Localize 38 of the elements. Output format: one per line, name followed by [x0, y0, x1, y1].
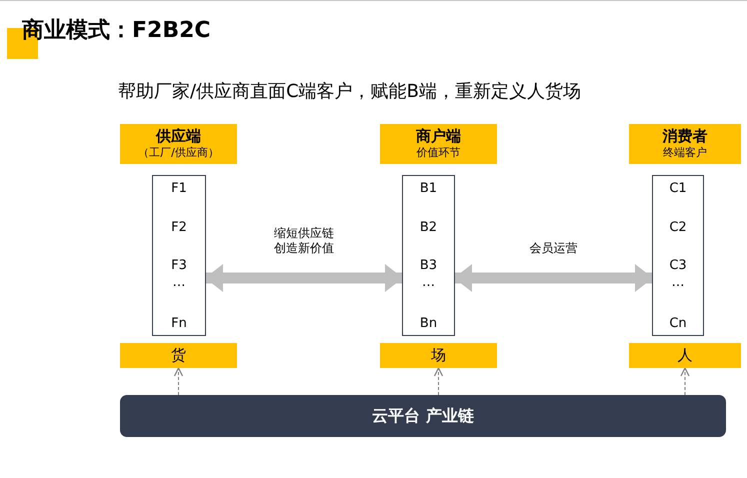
subheading-text: 价值环节: [416, 146, 462, 160]
list-item: C1: [668, 181, 688, 197]
arrow: [434, 367, 444, 396]
arrow: [680, 367, 690, 396]
category-bar: 场: [380, 343, 497, 368]
edge-label: 缩短供应链创造新价值: [272, 226, 336, 256]
list-box: [402, 175, 455, 336]
heading-text: 消费者: [662, 127, 708, 146]
subtitle-text: 帮助厂家/供应商直面C端客户，赋能B端，重新定义人货场: [118, 80, 581, 104]
double-arrow: [205, 264, 403, 292]
header-bar: [120, 124, 237, 164]
platform-bar: 云平台 产业链: [120, 395, 726, 437]
list-item: …: [670, 275, 686, 291]
list-item: B2: [418, 220, 438, 236]
list-item: F2: [170, 220, 188, 236]
category-bar: 人: [629, 343, 741, 368]
subheading-text: 终端客户: [662, 146, 708, 160]
arrow: [174, 367, 184, 396]
list-item: Fn: [170, 316, 188, 332]
list-item: Bn: [418, 316, 438, 332]
list-item: B1: [418, 181, 438, 197]
list-item: C2: [668, 220, 688, 236]
double-arrow: [454, 264, 653, 292]
list-box: [152, 175, 206, 336]
list-box: [652, 175, 704, 336]
header-bar: [380, 124, 497, 164]
category-bar: 货: [120, 343, 237, 368]
heading-text: 供应端: [154, 127, 202, 146]
list-item: …: [421, 275, 436, 291]
list-item: B3: [418, 258, 438, 274]
list-item: F1: [170, 181, 188, 197]
header-bar: [629, 124, 741, 164]
heading-text: 商户端: [415, 127, 462, 146]
list-item: Cn: [668, 316, 688, 332]
list-item: C3: [668, 258, 688, 274]
list-item: …: [172, 275, 186, 291]
list-item: F3: [170, 258, 188, 274]
subheading-text: （工厂/供应商）: [137, 146, 220, 160]
